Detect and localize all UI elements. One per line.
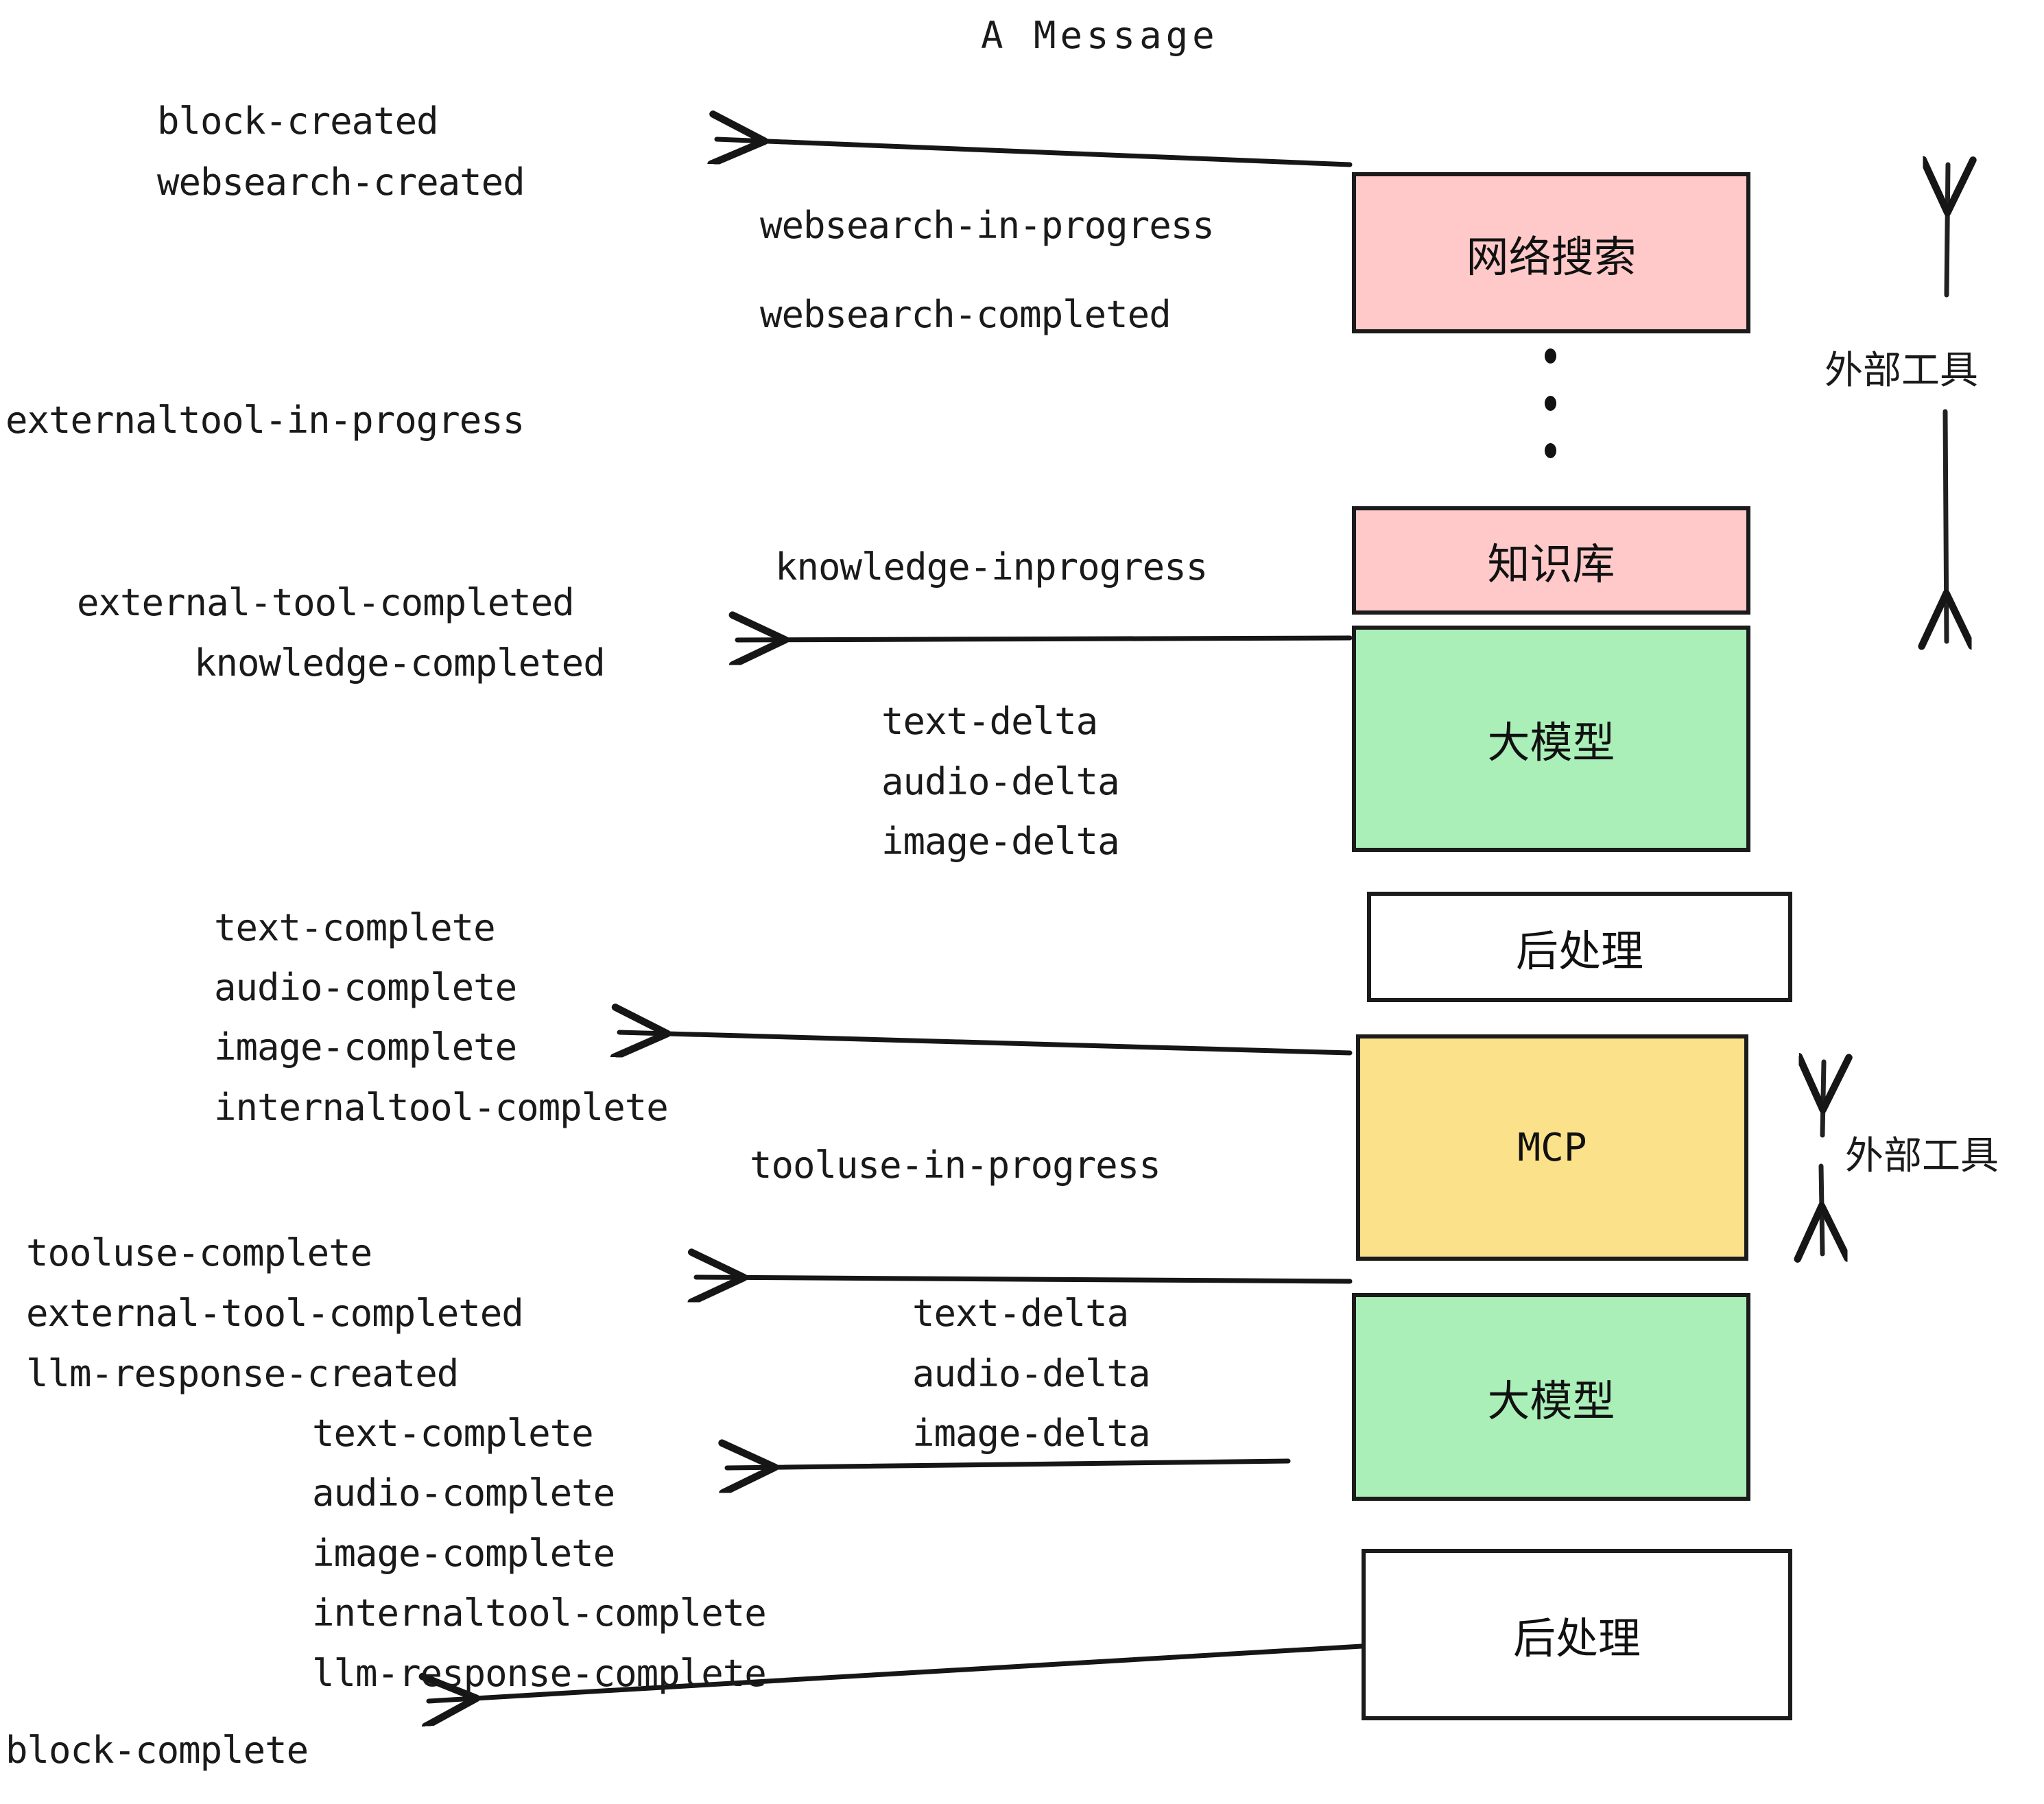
box-llm-top[interactable]: 大模型 [1352, 626, 1750, 852]
event-internaltool-complete-2: internaltool-complete [312, 1591, 767, 1635]
event-image-complete-1: image-complete [214, 1025, 517, 1069]
box-postprocess-top[interactable]: 后处理 [1367, 892, 1792, 1002]
event-image-complete-2: image-complete [312, 1532, 615, 1575]
event-external-tool-completed-1: external-tool-completed [77, 581, 575, 624]
event-llm-response-created: llm-response-created [26, 1352, 459, 1395]
dot [1544, 443, 1556, 458]
event-websearch-in-progress: websearch-in-progress [760, 204, 1215, 247]
label-external-tools-bottom: 外部工具 [1845, 1134, 1999, 1178]
event-text-complete-1: text-complete [214, 906, 496, 949]
box-websearch-label: 网络搜索 [1466, 231, 1637, 282]
event-tooluse-complete: tooluse-complete [26, 1231, 372, 1274]
event-llm-response-complete: llm-response-complete [312, 1652, 767, 1695]
event-text-delta-1: text-delta [881, 700, 1098, 743]
box-postprocess-bottom[interactable]: 后处理 [1362, 1549, 1792, 1720]
arrow-llm-to-knowledge-completed [737, 638, 1353, 640]
event-knowledge-completed: knowledge-completed [194, 641, 606, 685]
box-llm-top-label: 大模型 [1487, 717, 1615, 768]
box-mcp-label: MCP [1517, 1125, 1587, 1170]
box-postprocess-top-label: 后处理 [1515, 925, 1643, 976]
external-tools-bottom-arrows [1821, 1062, 1824, 1254]
event-block-complete: block-complete [5, 1729, 309, 1772]
box-llm-bottom[interactable]: 大模型 [1352, 1293, 1750, 1501]
event-internaltool-complete-1: internaltool-complete [214, 1086, 669, 1129]
box-llm-bottom-label: 大模型 [1487, 1375, 1615, 1426]
ellipsis-dots [1543, 348, 1557, 458]
arrow-mcp-to-tooluse-complete [696, 1277, 1353, 1281]
dot [1544, 348, 1556, 364]
event-externaltool-in-progress: externaltool-in-progress [5, 399, 525, 442]
external-tools-top-arrows [1945, 165, 1948, 641]
event-image-delta-2: image-delta [912, 1412, 1151, 1455]
box-mcp[interactable]: MCP [1356, 1034, 1748, 1261]
label-external-tools-top: 外部工具 [1825, 348, 1978, 393]
box-postprocess-bottom-label: 后处理 [1512, 1613, 1641, 1663]
event-knowledge-inprogress: knowledge-inprogress [775, 545, 1208, 589]
box-websearch[interactable]: 网络搜索 [1352, 172, 1750, 333]
event-websearch-completed: websearch-completed [760, 293, 1172, 336]
event-text-delta-2: text-delta [912, 1292, 1129, 1335]
arrow-llm-bottom-to-audio-complete [727, 1461, 1291, 1468]
event-audio-delta-2: audio-delta [912, 1352, 1151, 1395]
event-block-created: block-created [157, 99, 439, 143]
dot [1544, 396, 1556, 411]
arrow-mcp-to-image-complete [619, 1032, 1353, 1053]
event-external-tool-completed-2: external-tool-completed [26, 1292, 524, 1335]
event-audio-complete-2: audio-complete [312, 1471, 615, 1515]
event-text-complete-2: text-complete [312, 1412, 594, 1455]
box-knowledge-label: 知识库 [1487, 539, 1615, 589]
page-title: A Message [981, 14, 1219, 57]
event-image-delta-1: image-delta [881, 820, 1120, 863]
event-audio-complete-1: audio-complete [214, 966, 517, 1009]
arrow-websearch-to-block-created [717, 139, 1353, 167]
box-knowledge[interactable]: 知识库 [1352, 506, 1750, 615]
event-websearch-created: websearch-created [157, 161, 525, 204]
event-audio-delta-1: audio-delta [881, 760, 1120, 803]
event-tooluse-in-progress: tooluse-in-progress [750, 1143, 1161, 1187]
